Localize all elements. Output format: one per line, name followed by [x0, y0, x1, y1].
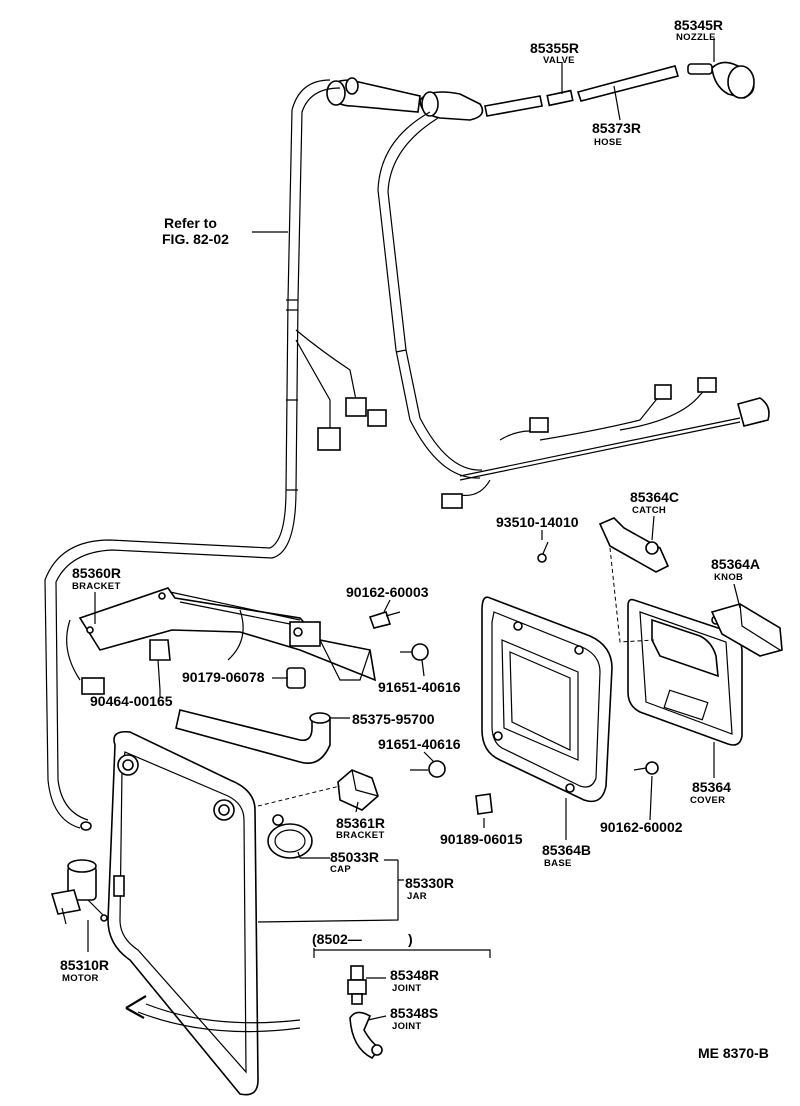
labels: 85345R NOZZLE 85355R VALVE 85373R HOSE R… — [60, 17, 769, 1061]
label-85373r-number: 85373R — [592, 120, 641, 136]
label-85348s-number: 85348S — [390, 1005, 438, 1021]
bracket-85361r-part — [257, 769, 379, 811]
range-close-label: ) — [408, 931, 413, 947]
direction-arrow — [125, 995, 301, 1033]
figure-code: ME 8370-B — [698, 1045, 769, 1061]
screw-93510-part — [537, 541, 549, 563]
label-85345r-name: NOZZLE — [676, 32, 716, 43]
label-85364-number: 85364 — [692, 779, 731, 795]
label-85364b-number: 85364B — [542, 842, 591, 858]
label-85364a-number: 85364A — [711, 556, 760, 572]
label-90189: 90189-06015 — [440, 831, 523, 847]
short-hose-part — [484, 95, 543, 117]
label-85348r-number: 85348R — [390, 967, 439, 983]
label-85360r-name: BRACKET — [72, 581, 121, 592]
jar-85330r — [107, 730, 259, 1096]
label-90464: 90464-00165 — [90, 693, 173, 709]
label-85355r-name: VALVE — [543, 55, 575, 66]
label-85364-name: COVER — [690, 795, 725, 806]
label-85375: 85375-95700 — [352, 711, 435, 727]
label-85330r-number: 85330R — [405, 875, 454, 891]
left-wiring — [295, 329, 387, 451]
label-85348s-name: JOINT — [392, 1021, 421, 1032]
catch-85364c-part — [598, 517, 670, 643]
leader-lines — [87, 38, 741, 1021]
nut-91651-b-part — [410, 760, 446, 778]
hose-85375-part — [175, 709, 331, 764]
refer-to-text: Refer to — [164, 215, 217, 231]
refer-fig-text: FIG. 82-02 — [162, 231, 229, 247]
clip-90179-part — [286, 667, 306, 689]
label-85310r-number: 85310R — [60, 957, 109, 973]
screw-90162-60002-part — [633, 761, 659, 775]
label-85364a-name: KNOB — [714, 572, 743, 583]
label-93510-number: 93510-14010 — [496, 514, 579, 530]
label-85361r-number: 85361R — [336, 815, 385, 831]
bolt-90162-60003-part — [368, 611, 401, 629]
wire-harness — [441, 377, 770, 509]
label-85348r-name: JOINT — [392, 983, 421, 994]
knob-85364a-part — [710, 603, 783, 657]
joint-85348s-part — [349, 1011, 383, 1060]
bracket-85360r — [66, 587, 377, 695]
label-85310r-name: MOTOR — [62, 973, 99, 984]
label-90162-60003: 90162-60003 — [346, 584, 429, 600]
label-85330r-name: JAR — [407, 891, 427, 902]
nozzle-part — [687, 61, 755, 99]
range-open-label: (8502— — [312, 931, 362, 947]
label-85361r-name: BRACKET — [336, 830, 385, 841]
cap-85033r-part — [267, 814, 313, 859]
upper-hose-assembly — [326, 61, 755, 121]
label-85033r-name: CAP — [330, 864, 351, 875]
label-90179: 90179-06078 — [182, 669, 265, 685]
second-tube — [377, 111, 483, 479]
base-85364b — [481, 596, 613, 803]
label-85355r-number: 85355R — [530, 40, 579, 56]
motor-85310r-part — [50, 859, 108, 925]
label-91651-a: 91651-40616 — [378, 679, 461, 695]
label-85360r-number: 85360R — [72, 565, 121, 581]
label-85364b-name: BASE — [544, 858, 572, 869]
label-85364c-number: 85364C — [630, 489, 679, 505]
main-tube — [44, 79, 341, 831]
label-90162-60002: 90162-60002 — [600, 819, 683, 835]
label-85345r-number: 85345R — [674, 17, 723, 33]
valve-part — [546, 89, 574, 107]
clip-90189-part — [475, 793, 493, 815]
label-85364c-name: CATCH — [632, 505, 666, 516]
joint-85348r-part — [347, 965, 367, 1005]
nut-91651-a-part — [400, 643, 429, 661]
clip-90464-part — [149, 639, 171, 691]
label-85373r-name: HOSE — [594, 137, 622, 148]
hose-tube-part — [576, 65, 680, 102]
label-85033r-number: 85033R — [330, 849, 379, 865]
label-91651-b: 91651-40616 — [378, 736, 461, 752]
